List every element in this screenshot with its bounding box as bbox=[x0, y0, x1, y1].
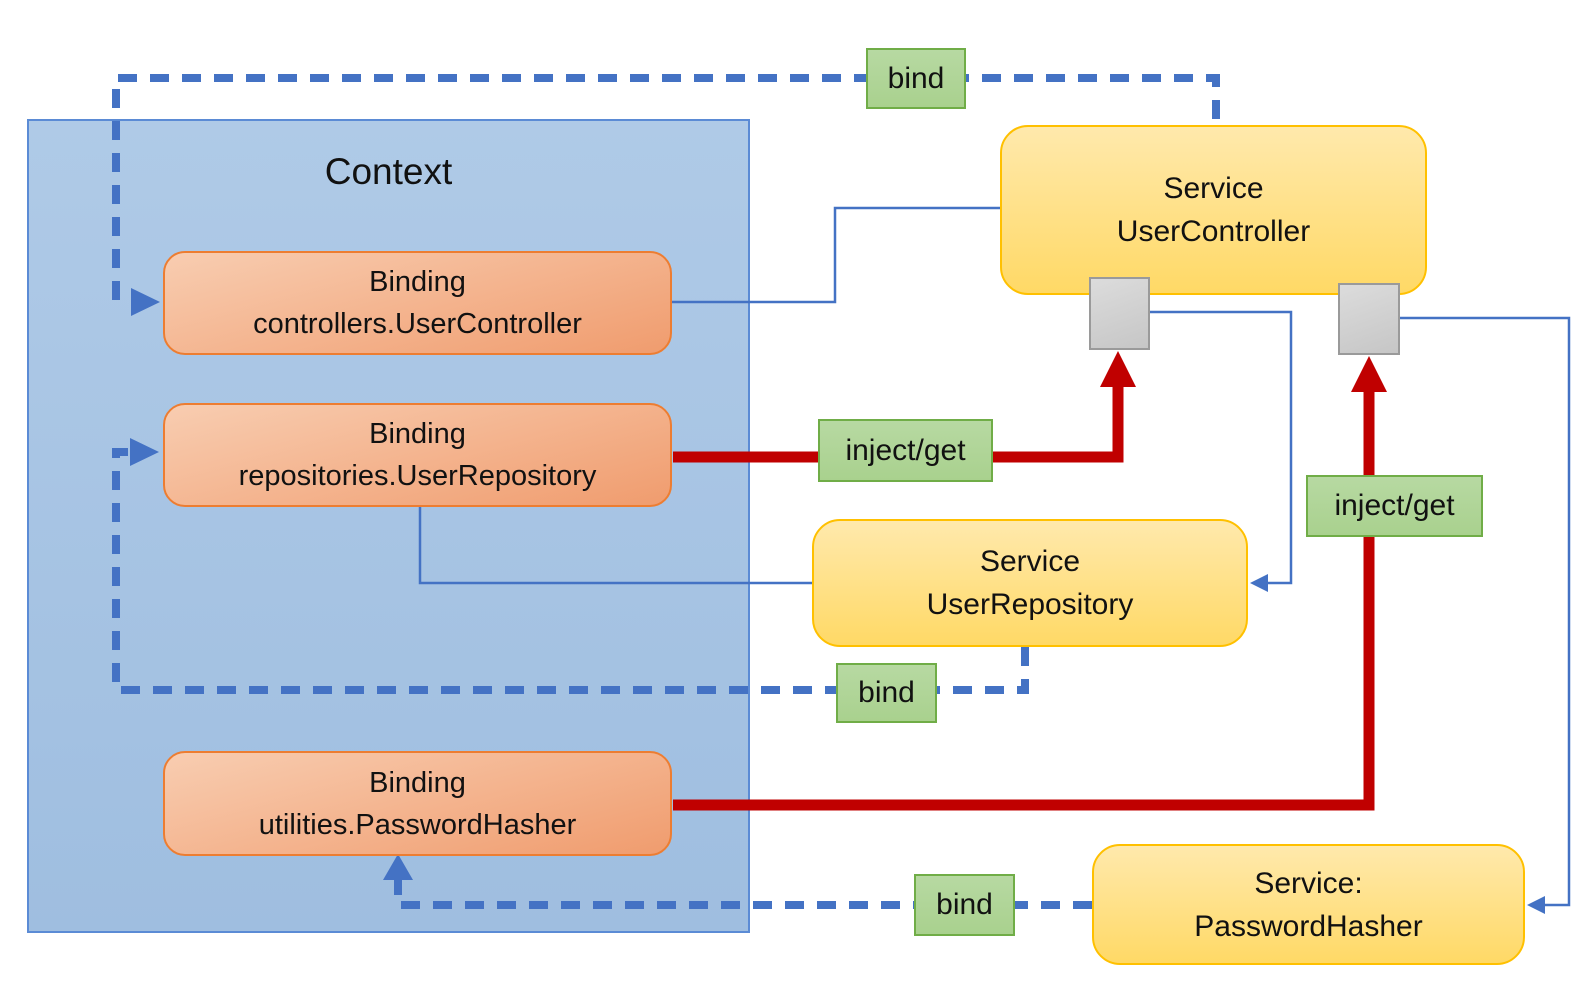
service-userrepository-box: Service UserRepository bbox=[812, 519, 1248, 647]
ref-arrowhead-userrepository bbox=[1250, 574, 1268, 592]
binding-label-line2: repositories.UserRepository bbox=[238, 460, 597, 492]
service-label-line1: Service: bbox=[1254, 866, 1363, 900]
service-passwordhasher-box: Service: PasswordHasher bbox=[1092, 844, 1525, 965]
context-title: Context bbox=[324, 151, 453, 192]
binding-controllers-usercontroller-box: Binding controllers.UserController bbox=[163, 251, 672, 355]
bind-label-text: bind bbox=[887, 61, 945, 95]
service-label-line1: Service bbox=[979, 545, 1081, 578]
inject-get-label-text: inject/get bbox=[1334, 489, 1455, 522]
injection-slot-passwordhasher bbox=[1338, 283, 1400, 355]
binding-repositories-userrepository-box: Binding repositories.UserRepository bbox=[163, 403, 672, 507]
binding-label-line1: Binding bbox=[369, 418, 466, 450]
ref-line-slot2-to-passwordhasher bbox=[1400, 316, 1571, 907]
service-label-line2: PasswordHasher bbox=[1194, 909, 1423, 943]
ref-arrowhead-passwordhasher bbox=[1527, 896, 1545, 914]
service-label-line2: UserRepository bbox=[926, 588, 1134, 621]
binding-label-line1: Binding bbox=[369, 266, 466, 298]
inject-get-label-left: inject/get bbox=[818, 419, 993, 482]
binding-label-line2: controllers.UserController bbox=[253, 308, 582, 340]
binding-label-line2: utilities.PasswordHasher bbox=[258, 808, 577, 841]
inject-get-label-right: inject/get bbox=[1306, 475, 1483, 537]
service-label-line1: Service bbox=[1163, 172, 1264, 205]
binding-label-line1: Binding bbox=[369, 766, 466, 799]
service-label-line2: UserController bbox=[1116, 215, 1311, 248]
binding-utilities-passwordhasher-box: Binding utilities.PasswordHasher bbox=[163, 751, 672, 856]
inject-arrowhead-slot2 bbox=[1351, 356, 1387, 392]
bind-label-text: bind bbox=[936, 888, 993, 921]
bind-label-text: bind bbox=[858, 676, 915, 709]
service-usercontroller-box: Service UserController bbox=[1000, 125, 1427, 295]
bind-label-bottom: bind bbox=[914, 874, 1015, 936]
injection-slot-repository bbox=[1089, 277, 1150, 350]
inject-get-label-text: inject/get bbox=[845, 433, 966, 467]
bind-label-middle: bind bbox=[836, 663, 937, 723]
bind-label-top: bind bbox=[866, 48, 966, 109]
inject-arrowhead-slot1 bbox=[1100, 351, 1136, 387]
